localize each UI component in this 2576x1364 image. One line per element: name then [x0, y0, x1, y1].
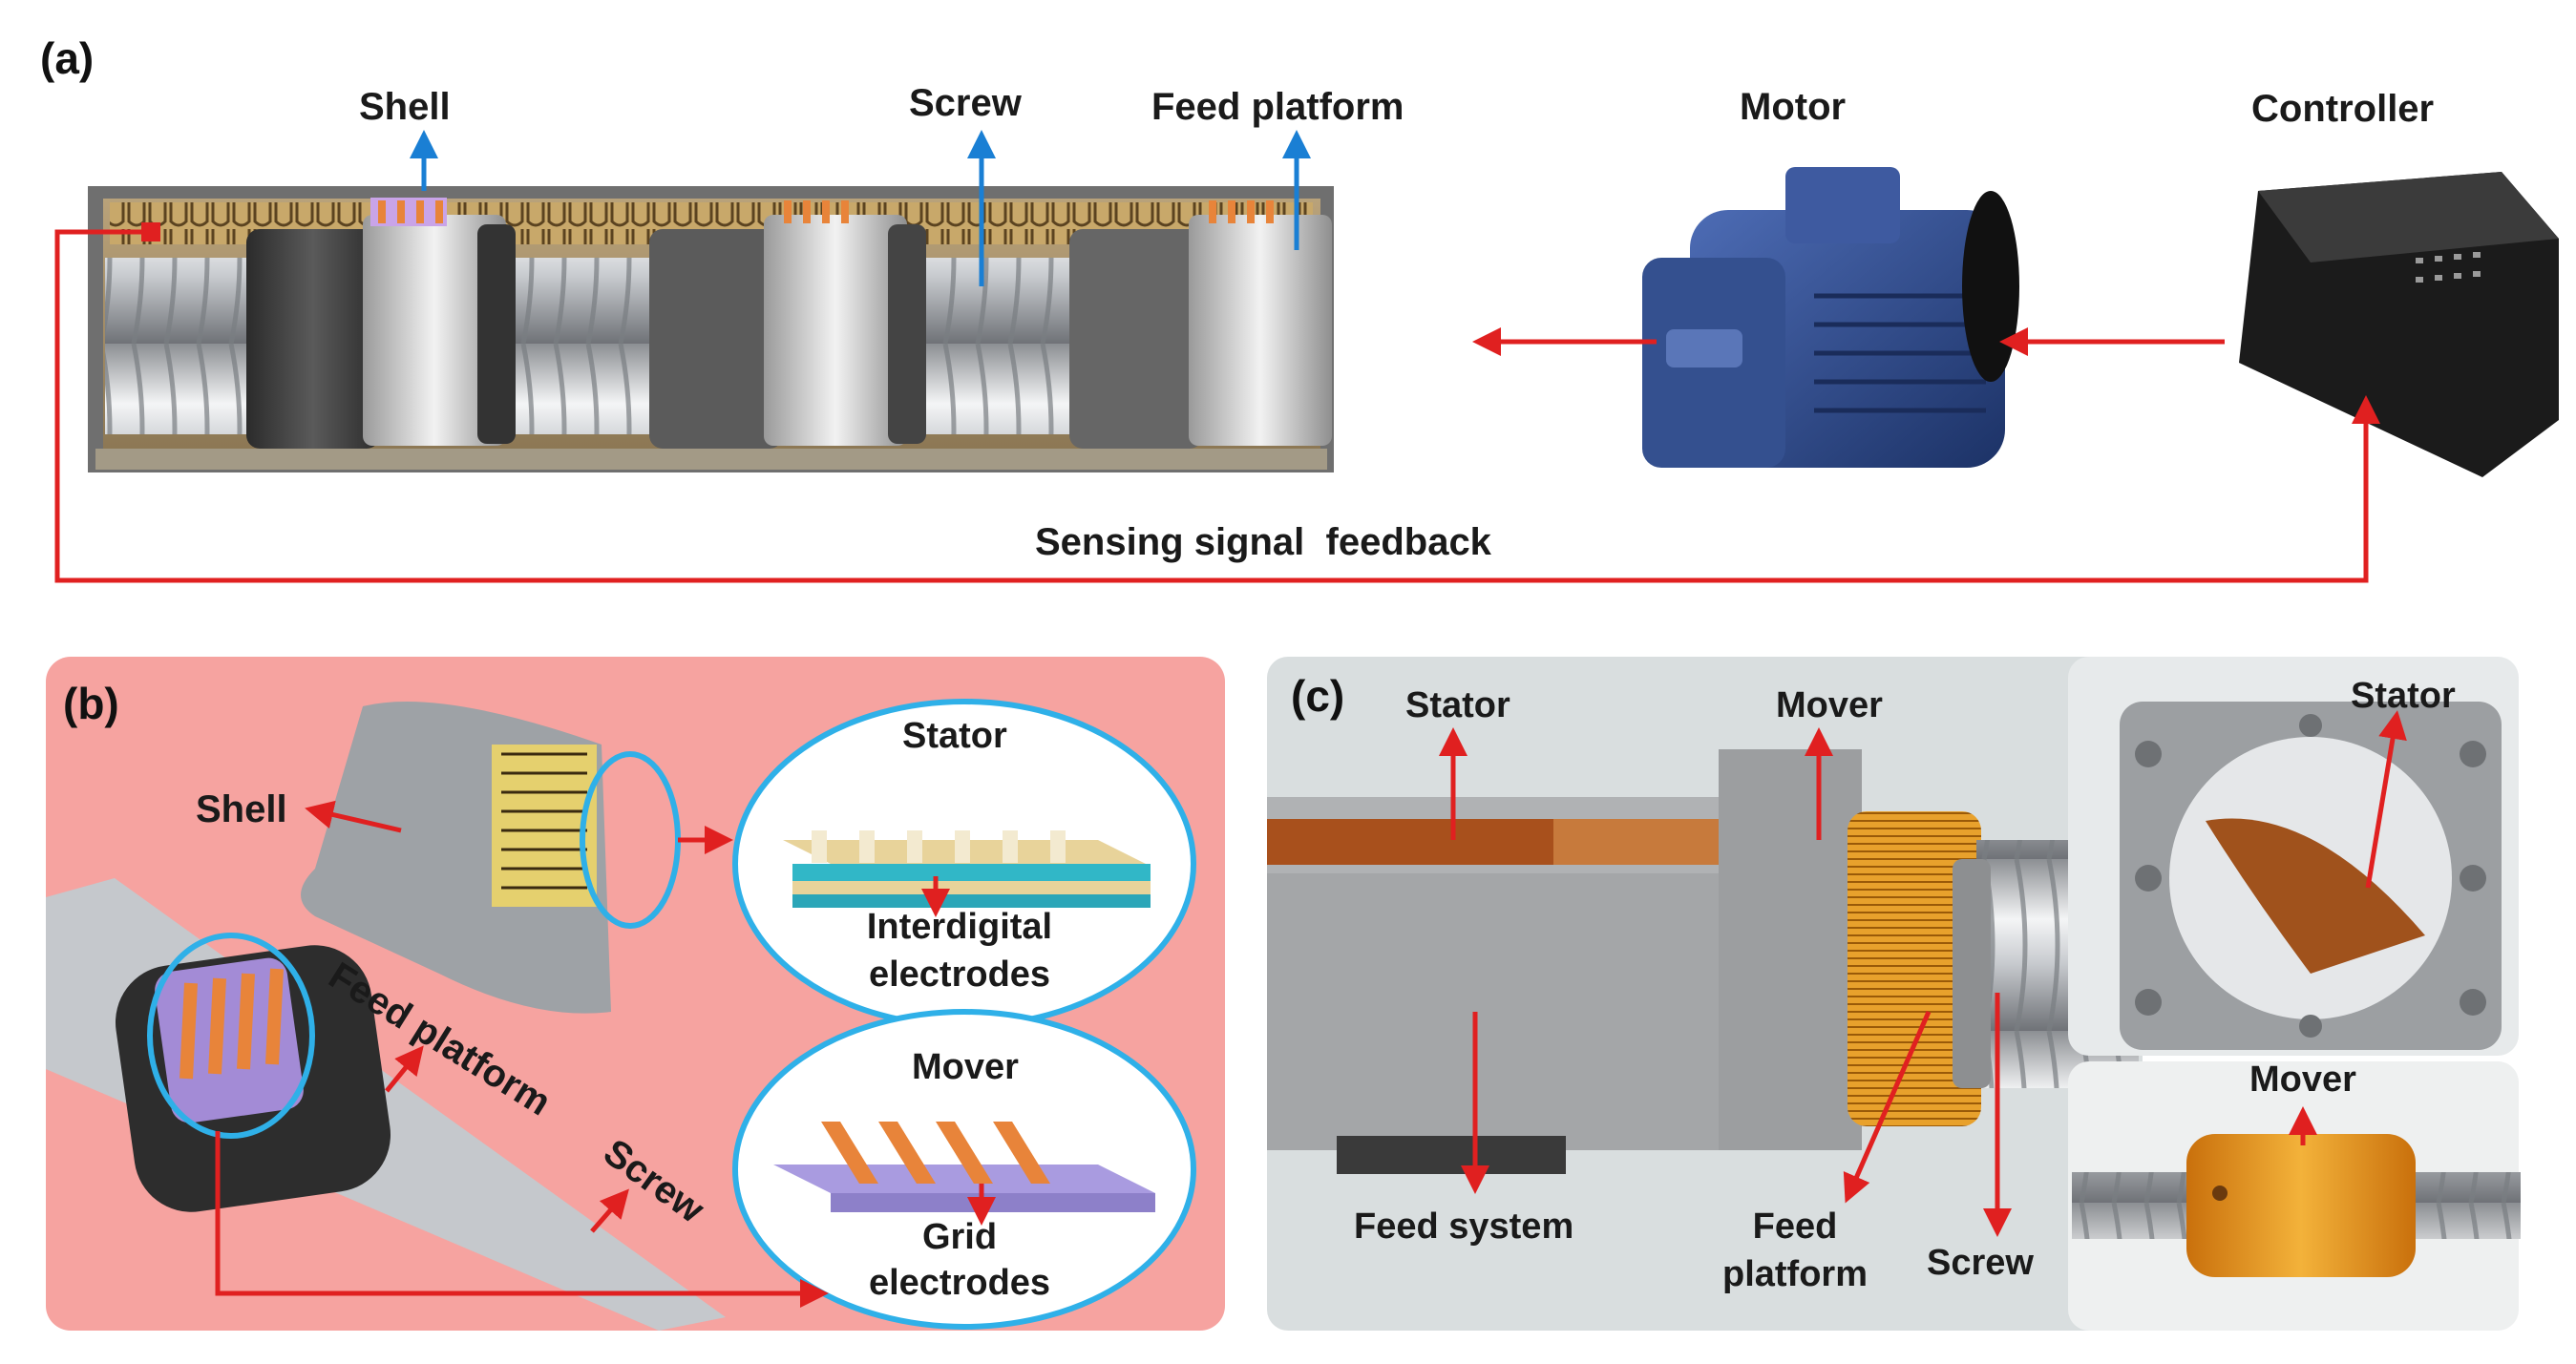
mover-highlight-ring — [147, 933, 315, 1139]
mover-callout-arrow — [215, 1131, 829, 1308]
stator-photo — [2120, 702, 2502, 1050]
feed-platform-ring-2 — [764, 215, 907, 446]
stator-label-c: Stator — [1405, 685, 1510, 725]
stator-base-layer — [792, 881, 1151, 894]
screw-nut-dark-2 — [649, 229, 783, 449]
panel-a-red-arrows — [54, 229, 2380, 583]
grid-label-line2: electrodes — [868, 1263, 1051, 1303]
housing-end-block — [1719, 749, 1862, 1150]
shell-label-b: Shell — [196, 788, 287, 830]
motor-rear-cap — [1962, 191, 2019, 382]
mover-stripes-3 — [1209, 200, 1274, 223]
mover-base-side — [831, 1193, 1155, 1212]
screw-nut-dark-3 — [1069, 229, 1203, 449]
nut-flange-2 — [888, 224, 926, 444]
panel-c-red-arrows — [1439, 710, 2407, 1237]
stator-copper-strip — [1267, 819, 1553, 865]
panel-a-blue-arrows — [410, 130, 1311, 286]
shell-b-arrow — [305, 800, 402, 833]
screw-nut-dark-1 — [246, 229, 380, 449]
feedback-label: Sensing signal feedback — [1035, 521, 1491, 563]
feed-system-label: Feed system — [1354, 1207, 1574, 1247]
mover-stripes-1 — [378, 200, 443, 223]
mover-base-top — [773, 1165, 1155, 1193]
controller-top-face — [2258, 172, 2559, 262]
panel-c-tag: (c) — [1291, 671, 1345, 721]
controller-illustration — [2239, 172, 2559, 477]
feed-platform-ring-1 — [363, 215, 506, 446]
controller-label: Controller — [2251, 88, 2435, 130]
stator-label-right: Stator — [2351, 676, 2456, 716]
panel-a-tag: (a) — [40, 33, 95, 83]
mover-coil — [1848, 811, 1981, 1126]
mover-strip-inside — [1553, 819, 1725, 865]
panel-b-tag: (b) — [63, 679, 119, 728]
panel-b-screw-illustration — [46, 878, 726, 1331]
stator-callout — [732, 699, 1196, 1029]
mover-label-b: Mover — [912, 1047, 1019, 1087]
mover-photo-coil — [2186, 1134, 2416, 1277]
mover-photo — [2072, 1134, 2521, 1277]
mover-photo-hole — [2212, 1186, 2228, 1201]
feed-platform-label-c-line1: Feed — [1752, 1207, 1838, 1247]
screw-b-arrow — [590, 1188, 629, 1233]
stator-label-b: Stator — [902, 716, 1007, 756]
mover-stripes-2 — [784, 200, 849, 223]
housing-feet — [1337, 1136, 1566, 1174]
interdigital-label-line2: electrodes — [868, 955, 1051, 995]
shell-interdigital-lines — [501, 752, 587, 890]
panel-b-red-arrows — [215, 800, 996, 1308]
motor-terminal-box — [1785, 167, 1900, 243]
grid-label-line1: Grid — [921, 1217, 998, 1257]
stator-right-arrow — [2365, 710, 2407, 889]
stator-film-inside — [2206, 818, 2425, 974]
screw-label-a: Screw — [909, 82, 1022, 124]
stator-bolt-holes — [2135, 714, 2486, 1038]
stator-bottom-layer — [792, 894, 1151, 908]
controller-leds — [2416, 252, 2481, 283]
feed-platform-label-c-line2: platform — [1722, 1254, 1868, 1294]
mover-grid-electrodes — [821, 1122, 1050, 1184]
mover-label-right: Mover — [2249, 1060, 2356, 1100]
panel-b-shell-illustration — [301, 702, 681, 1014]
stator-fingers — [812, 830, 1066, 863]
motor-illustration — [1642, 167, 2019, 468]
screw-label-c: Screw — [1927, 1243, 2034, 1283]
mover-stripes-b — [179, 968, 284, 1080]
nut-flange-1 — [477, 224, 516, 444]
mover-label-c: Mover — [1776, 685, 1883, 725]
shell-bottom-lip — [95, 449, 1327, 470]
motor-shaft — [1666, 329, 1742, 367]
feed-platform-label-a: Feed platform — [1151, 86, 1404, 128]
stator-cyan-layer — [792, 864, 1151, 881]
shell-label-a: Shell — [359, 86, 451, 128]
feed-platform-ring-3 — [1189, 215, 1332, 446]
feed-platform-b-arrow — [385, 1045, 424, 1093]
motor-fins — [1814, 293, 1986, 413]
motor-label: Motor — [1740, 86, 1847, 128]
panel-a-feed-assembly — [88, 186, 1334, 472]
shell-interdigital-patch — [492, 745, 597, 907]
feedback-loop-arrow — [54, 229, 2380, 583]
feed-platform-c-arrow — [1843, 1011, 1932, 1204]
interdigital-label-line1: Interdigital — [866, 907, 1053, 947]
screw-collar-c — [1953, 859, 1991, 1088]
